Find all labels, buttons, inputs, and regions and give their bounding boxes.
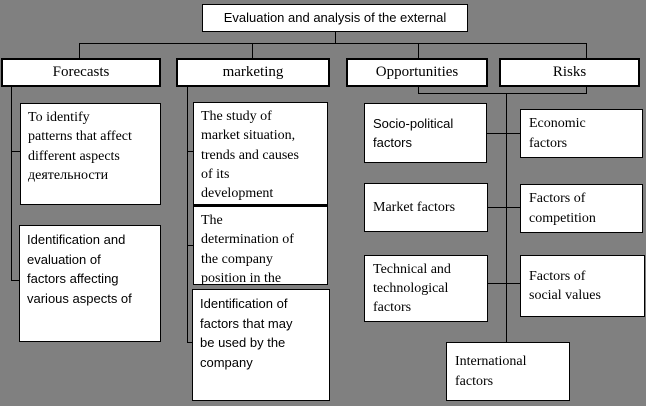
node-economic-factors: Economic factors — [520, 109, 643, 158]
connector-forecasts-stub-2 — [11, 280, 19, 281]
connector-marketing-stub-2 — [187, 245, 193, 246]
node-technical-technological-factors: Technical and technological factors — [364, 255, 488, 322]
node-international-factors: International factors — [446, 342, 570, 401]
connector-drop-forecasts — [79, 43, 80, 58]
connector-forecasts-stub-1 — [11, 151, 20, 152]
connector-factors-stub-3 — [488, 283, 520, 284]
connector-factors-stub-2 — [488, 207, 520, 208]
connector-opportunities-riser — [418, 87, 419, 94]
connector-factors-stub-1 — [487, 133, 520, 134]
connector-factors-spine — [506, 93, 507, 342]
connector-drop-risks — [586, 43, 587, 58]
node-marketing-child-3: Identification of factors that may be us… — [192, 289, 330, 401]
connector-factors-bus — [418, 93, 587, 94]
connector-risks-riser — [586, 87, 587, 94]
node-title: Evaluation and analysis of the external — [202, 4, 468, 32]
connector-marketing-stub-3 — [187, 342, 192, 343]
connector-drop-marketing — [252, 43, 253, 58]
node-socio-political-factors: Socio-political factors — [364, 103, 487, 163]
node-factors-of-competition: Factors of competition — [520, 184, 643, 233]
connector-title-drop — [335, 32, 336, 43]
node-marketing-child-1: The study of market situation, trends an… — [193, 102, 328, 205]
connector-marketing-stub-1 — [187, 151, 193, 152]
node-forecasts-child-2: Identification and evaluation of factors… — [19, 225, 161, 342]
node-forecasts: Forecasts — [1, 58, 161, 87]
connector-marketing-spine — [187, 87, 188, 343]
connector-forecasts-spine — [11, 87, 12, 281]
node-market-factors: Market factors — [364, 183, 488, 232]
node-forecasts-child-1: To identify patterns that affect differe… — [20, 103, 161, 205]
node-marketing: marketing — [176, 58, 330, 87]
node-opportunities: Opportunities — [346, 58, 488, 87]
connector-top-bus — [79, 43, 587, 44]
node-marketing-child-2: The determination of the company positio… — [193, 205, 328, 285]
connector-drop-opportunities — [418, 43, 419, 58]
node-risks: Risks — [499, 58, 640, 87]
node-factors-of-social-values: Factors of social values — [520, 255, 645, 317]
